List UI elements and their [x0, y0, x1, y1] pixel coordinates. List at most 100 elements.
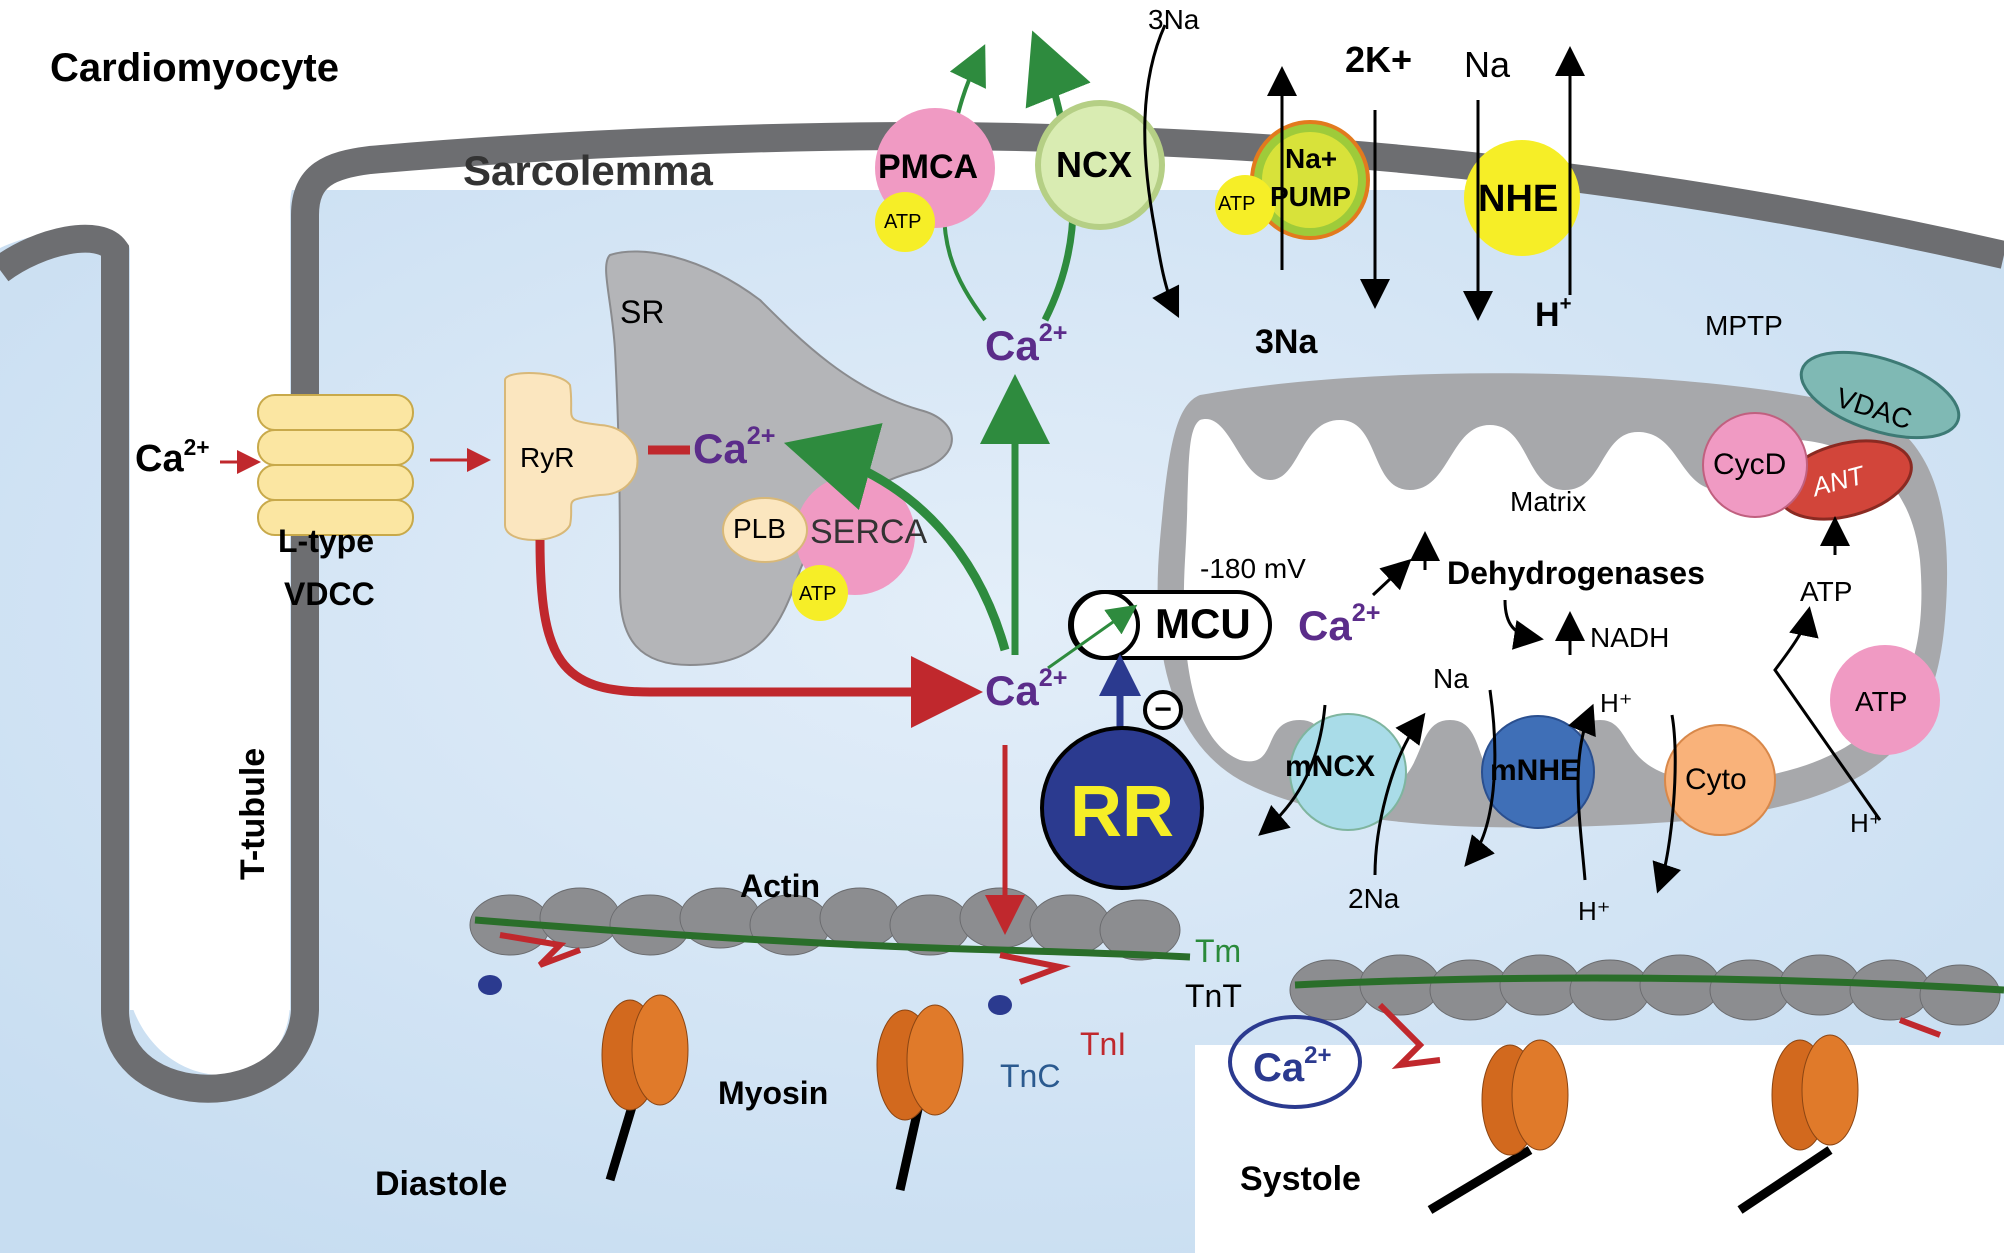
tropomyosin-diastole — [474, 916, 1191, 961]
myosin-label: Myosin — [718, 1075, 829, 1111]
ncx-label: NCX — [1056, 144, 1133, 185]
serca-label: SERCA — [810, 513, 928, 551]
na-pump-inner — [1262, 132, 1358, 228]
pmca-label: PMCA — [878, 148, 979, 186]
pmca-atp — [875, 192, 935, 252]
troponin-complex-diastole — [499, 932, 1071, 985]
na-pump-label-2: PUMP — [1270, 181, 1351, 212]
tnc-diastole-left — [478, 975, 502, 995]
serca-atp — [792, 565, 848, 621]
l-type-vdcc-channel — [257, 394, 414, 536]
rr-label: RR — [1070, 772, 1174, 852]
serca-atp-label: ATP — [799, 583, 837, 605]
ncx-na-arrow — [1143, 24, 1180, 319]
myosin-systole-1 — [1427, 1039, 1569, 1214]
ca-systole-label: Ca2+ — [1253, 1042, 1332, 1090]
cycd-label: CycD — [1713, 448, 1787, 481]
tnc-diastole-right — [988, 995, 1012, 1015]
plb-label: PLB — [733, 513, 786, 544]
mnhe-h-in-arrow — [1568, 703, 1596, 881]
ryr-label: RyR — [520, 442, 575, 473]
mnhe-exchanger — [1481, 715, 1595, 829]
sarcolemma-label: Sarcolemma — [463, 147, 713, 194]
cyto-label: Cyto — [1685, 763, 1747, 796]
atp-synthase-h-label: H⁺ — [1850, 808, 1883, 838]
ryr-release-arrow — [535, 539, 983, 728]
dehydrogenases-label: Dehydrogenases — [1447, 555, 1705, 591]
mnhe-h-bottom-label: H⁺ — [1578, 896, 1611, 926]
vdcc-label: VDCC — [284, 576, 375, 612]
mncx-na-in-arrow — [1373, 712, 1426, 876]
t-tubule-lumen — [130, 250, 290, 1010]
tm-label: Tm — [1195, 933, 1242, 969]
rr-inhibitor — [1040, 726, 1204, 890]
matrix-atp-label: ATP — [1855, 686, 1908, 717]
nhe-h-label: H+ — [1535, 293, 1572, 334]
nhe-exchanger — [1464, 140, 1580, 256]
membrane-potential-label: -180 mV — [1200, 553, 1306, 584]
diastole-label: Diastole — [375, 1165, 508, 1203]
mncx-na-label: Na — [1433, 663, 1469, 694]
na-pump-label-1: Na+ — [1285, 143, 1338, 174]
na-pump-atp — [1215, 175, 1275, 235]
nhe-na-label: Na — [1464, 44, 1511, 85]
ca-extracellular-label: Ca2+ — [135, 434, 210, 480]
atp-synthesis-arrow — [1773, 606, 1882, 821]
systole-panel — [1195, 1045, 2004, 1253]
mcu-pore — [1070, 590, 1140, 660]
myosin-diastole-2 — [876, 1004, 964, 1191]
vdac-channel — [1799, 350, 1961, 440]
mncx-ca-out-arrow — [1258, 704, 1327, 836]
troponin-complex-systole — [1377, 1002, 1942, 1070]
mnhe-label: mNHE — [1490, 754, 1581, 787]
dehydrogenases-to-nadh-arrow — [1503, 599, 1544, 650]
inhibition-minus-badge — [1143, 690, 1183, 730]
mptp-label: MPTP — [1705, 310, 1783, 341]
t-tubule-label: T-tubule — [234, 747, 272, 880]
tnt-label: TnT — [1185, 978, 1242, 1014]
matrix-atp — [1830, 645, 1940, 755]
actin-filament-systole — [1289, 954, 2001, 1026]
ca-to-mcu-arrow — [1047, 604, 1138, 670]
mnhe-h-top-label: H⁺ — [1600, 688, 1633, 718]
nadh-label: NADH — [1590, 622, 1670, 653]
ca-matrix-label: Ca2+ — [1298, 599, 1381, 649]
ca-cytosol-top-label: Ca2+ — [985, 319, 1068, 369]
ant-atp-label: ATP — [1800, 576, 1853, 607]
na3-bottom-label: 3Na — [1255, 323, 1318, 361]
na-pump-atp-label: ATP — [1218, 193, 1256, 215]
ca-circle-systole — [1228, 1015, 1362, 1109]
cyto-h-out-arrow — [1652, 714, 1681, 894]
mcu-label: MCU — [1155, 600, 1251, 647]
systole-label: Systole — [1240, 1160, 1361, 1198]
serca-uptake-arrow — [783, 423, 1010, 652]
cyto-complex — [1664, 724, 1776, 836]
sr-label: SR — [620, 294, 665, 330]
ca-dehydrogenases-arrow — [1371, 558, 1412, 597]
na3-top-label: 3Na — [1148, 4, 1200, 35]
pmca-atp-label: ATP — [884, 211, 922, 233]
ca-cytosol-center-label: Ca2+ — [985, 664, 1068, 714]
tnc-label: TnC — [1000, 1058, 1061, 1094]
ryr-receptor — [504, 372, 639, 541]
ncx-exchanger — [1035, 100, 1165, 230]
tni-label: TnI — [1080, 1026, 1127, 1062]
ca-sr-label: Ca2+ — [693, 422, 776, 472]
cycd-protein — [1702, 412, 1808, 518]
k2-label: 2K+ — [1345, 39, 1413, 80]
actin-label: Actin — [740, 868, 820, 904]
plb-protein — [722, 497, 808, 563]
mnhe-na-out-arrow — [1464, 689, 1497, 867]
myosin-systole-2 — [1737, 1034, 1859, 1214]
matrix-label: Matrix — [1510, 486, 1587, 517]
mncx-label: mNCX — [1285, 750, 1376, 783]
myosin-diastole-1 — [601, 994, 689, 1182]
inhibition-minus-label: − — [1154, 693, 1172, 726]
nhe-label: NHE — [1478, 178, 1559, 220]
l-type-label: L-type — [278, 523, 374, 559]
tropomyosin-systole — [1294, 974, 2004, 994]
cardiomyocyte-title: Cardiomyocyte — [50, 46, 339, 90]
mncx-2na-label: 2Na — [1348, 883, 1400, 914]
